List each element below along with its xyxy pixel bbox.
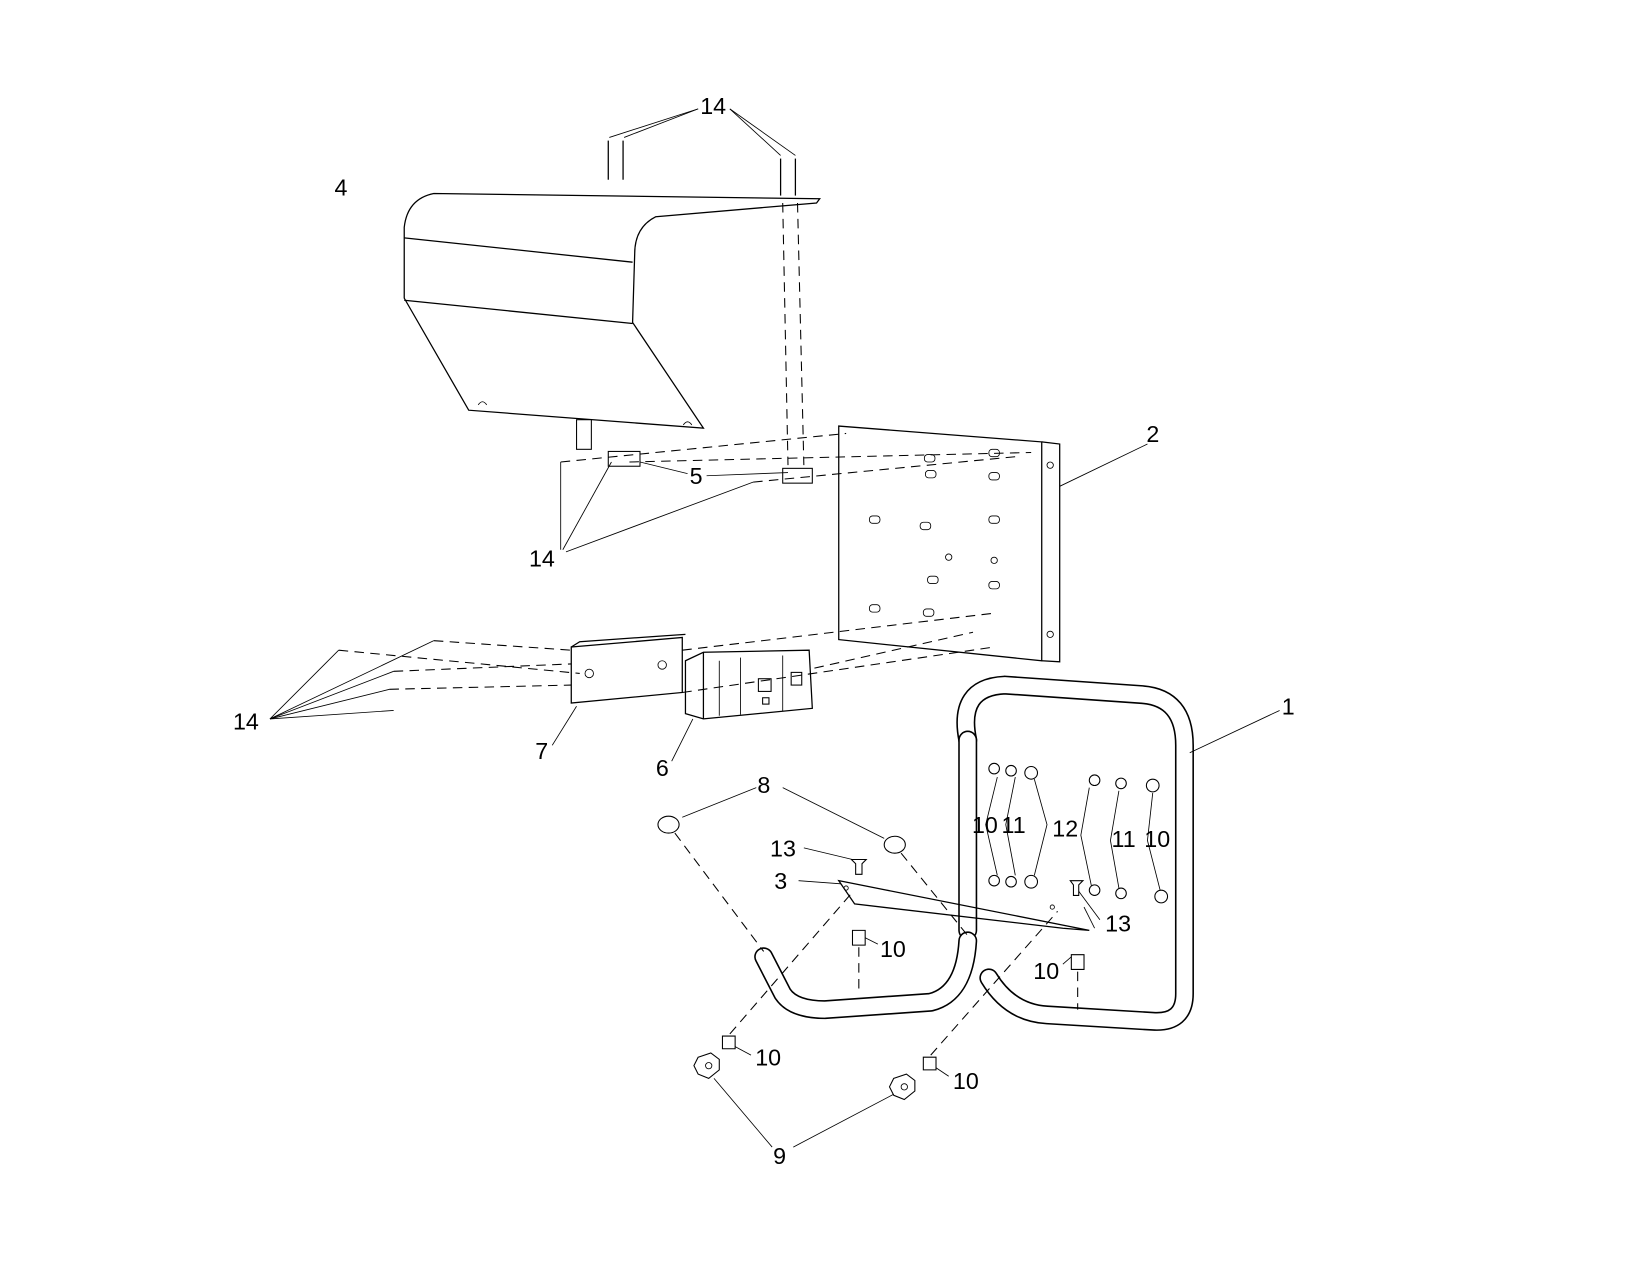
callout-6: 6 xyxy=(656,755,669,781)
callout-10-b: 10 xyxy=(1144,826,1170,852)
part-5-brackets xyxy=(560,432,1032,484)
hardware-10-11-12 xyxy=(985,762,1169,904)
part-1-lower-tube xyxy=(754,931,978,1020)
callout-3: 3 xyxy=(774,868,787,894)
callout-11-a: 11 xyxy=(1002,812,1026,838)
callout-8: 8 xyxy=(757,772,770,798)
part-13-screws xyxy=(803,847,1101,929)
callout-12: 12 xyxy=(1052,815,1078,841)
callout-5: 5 xyxy=(690,463,703,489)
callout-10-a: 10 xyxy=(972,812,998,838)
callout-10-c: 10 xyxy=(880,936,906,962)
callout-1: 1 xyxy=(1282,694,1295,720)
part-14-top-screws xyxy=(607,108,805,466)
callout-14-left: 14 xyxy=(233,708,259,734)
callout-10-e: 10 xyxy=(755,1045,781,1071)
callout-14-top: 14 xyxy=(700,93,726,119)
part-2-mounting-plate xyxy=(838,425,1148,663)
part-14-middle-screws xyxy=(560,456,1016,553)
callout-10-f: 10 xyxy=(953,1068,979,1094)
callout-labels: 14 4 2 5 14 14 7 6 1 8 13 3 10 11 12 11 … xyxy=(233,93,1295,1169)
part-10-fasteners xyxy=(721,893,1085,1077)
part-14-left-screws xyxy=(269,612,995,720)
part-1-frame xyxy=(956,675,1280,1031)
part-7-bracket xyxy=(551,633,686,746)
part-9-knobs xyxy=(693,1052,916,1148)
callout-14-middle: 14 xyxy=(529,546,555,572)
callout-10-d: 10 xyxy=(1033,958,1059,984)
callout-4: 4 xyxy=(334,175,347,201)
callout-7: 7 xyxy=(535,738,548,764)
part-4-cover xyxy=(403,192,821,450)
callout-13-a: 13 xyxy=(770,835,796,861)
callout-9: 9 xyxy=(773,1143,786,1169)
callout-2: 2 xyxy=(1146,421,1159,447)
callout-11-b: 11 xyxy=(1112,826,1136,852)
callout-13-b: 13 xyxy=(1105,910,1131,936)
part-6-switch-box xyxy=(671,649,813,762)
part-8-caps xyxy=(657,787,969,952)
